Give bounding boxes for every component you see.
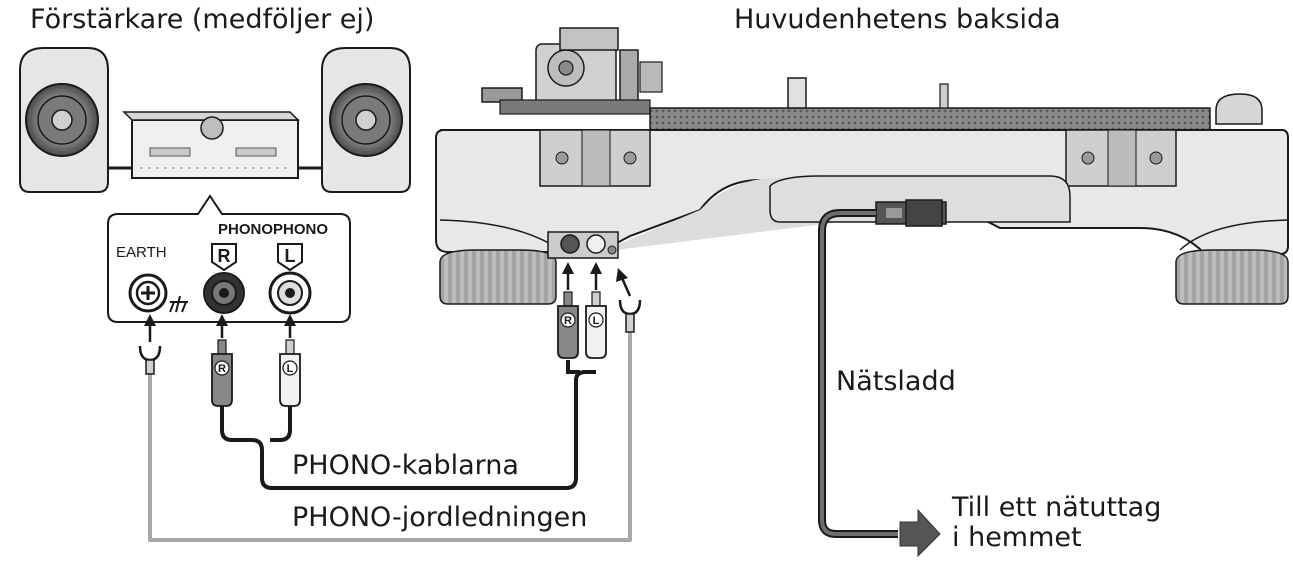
ground-spade-amp [138,345,162,375]
phono-r-jack [203,272,245,314]
turntable-output-terminals [547,231,619,259]
phono-cables-label: PHONO-kablarna [292,450,519,481]
power-cord [818,209,898,538]
outlet-label-line1: Till ett nätuttag [952,492,1162,523]
plug-r-amp-letter: R [218,363,226,375]
phono-ground-wire [148,332,632,542]
plug-l-turntable-letter: L [593,315,600,327]
phono-r-jack-label: R [211,243,237,272]
power-cord-label: Nätsladd [836,366,956,397]
earth-label: EARTH [116,244,167,261]
rca-plug-l-amp: L [279,339,301,407]
jack-r-letter: R [218,246,231,266]
turntable-feet [439,249,1289,305]
jack-l-letter: L [285,246,296,266]
earth-terminal [128,273,168,313]
plug-r-turntable-letter: R [564,315,572,327]
rca-plug-r-turntable: R [557,291,579,359]
amplifier-unit [122,111,300,179]
outlet-label-line2: i hemmet [952,522,1082,553]
turntable-body [435,27,1289,255]
outlet-arrow-icon [899,508,941,558]
phono-cable [220,360,596,490]
phono-l-jack [268,271,312,315]
ground-symbol-icon [169,295,188,313]
right-speaker [321,47,411,193]
phono-ground-label: PHONO-jordledningen [292,502,588,533]
left-speaker [19,47,109,193]
phono-l-jack-label: L [277,243,303,272]
amplifier-label: Förstärkare (medföljer ej) [30,4,375,35]
power-inlet [875,199,947,227]
main-unit-rear-label: Huvudenhetens baksida [734,4,1061,35]
phono-phono-label: PHONOPHONO [218,221,329,238]
ground-spade-turntable [618,299,642,333]
connection-arrows [144,262,632,342]
volume-knob-icon [200,116,224,140]
rca-plug-r-amp: R [211,339,233,407]
rca-plug-l-turntable: L [585,291,607,359]
plug-l-amp-letter: L [287,363,294,375]
